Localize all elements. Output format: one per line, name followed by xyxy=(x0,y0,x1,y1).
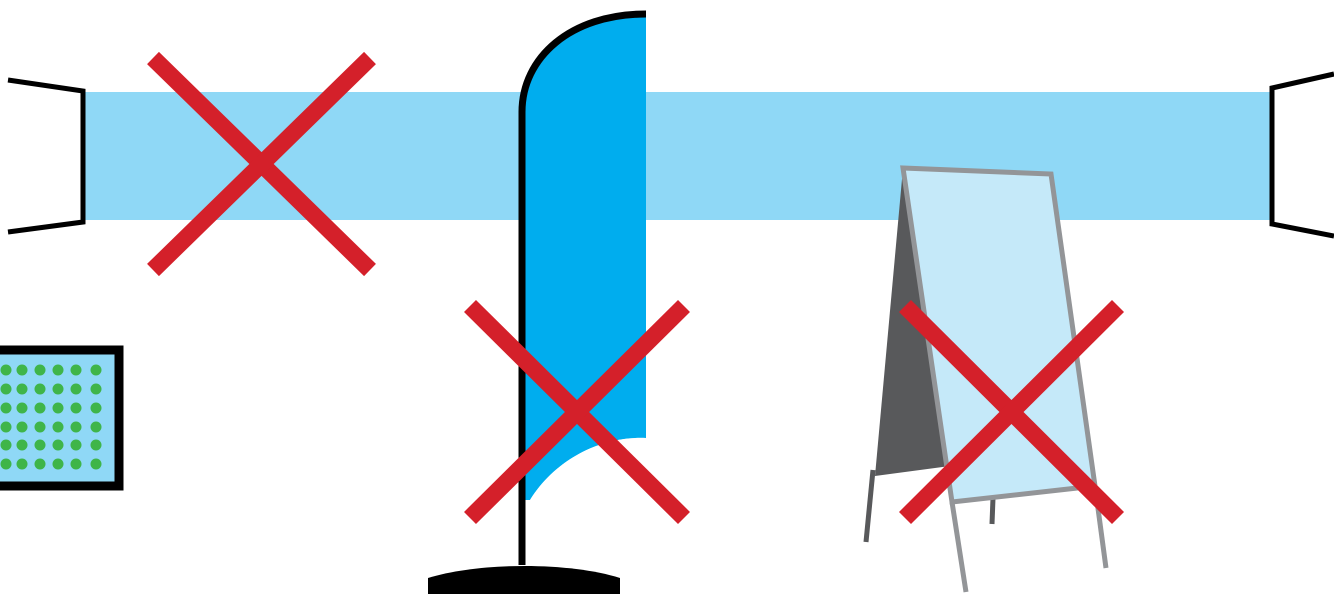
led-dot xyxy=(71,440,82,451)
led-dot xyxy=(1,440,12,451)
led-dot xyxy=(1,403,12,414)
led-dot xyxy=(91,365,102,376)
led-dot xyxy=(71,403,82,414)
led-dot xyxy=(35,365,46,376)
led-dot xyxy=(1,365,12,376)
led-dot xyxy=(35,403,46,414)
right-sensor-icon xyxy=(1272,74,1334,236)
led-dot xyxy=(71,459,82,470)
led-dot xyxy=(91,403,102,414)
sign-front-leg-left xyxy=(952,502,966,592)
led-dot xyxy=(17,459,28,470)
led-dot xyxy=(53,440,64,451)
led-dot xyxy=(53,422,64,433)
led-dot xyxy=(53,384,64,395)
sign-back-leg-right xyxy=(992,498,993,524)
led-dot xyxy=(1,422,12,433)
led-dot xyxy=(91,459,102,470)
led-dot xyxy=(17,384,28,395)
led-dot xyxy=(1,459,12,470)
led-dot xyxy=(53,459,64,470)
led-dot xyxy=(91,440,102,451)
led-dot xyxy=(17,422,28,433)
led-dot xyxy=(35,422,46,433)
flag-base xyxy=(428,566,620,594)
led-dot xyxy=(71,422,82,433)
led-dot xyxy=(91,422,102,433)
sign-back-leg-left xyxy=(866,470,873,542)
led-dot xyxy=(53,403,64,414)
led-dot xyxy=(17,365,28,376)
led-dot xyxy=(71,365,82,376)
left-sensor-icon xyxy=(8,80,83,232)
led-dot xyxy=(35,459,46,470)
led-dot xyxy=(53,365,64,376)
led-dot xyxy=(71,384,82,395)
led-dot xyxy=(17,440,28,451)
led-dot xyxy=(35,384,46,395)
led-dot xyxy=(91,384,102,395)
led-panel xyxy=(0,350,119,486)
led-dot xyxy=(17,403,28,414)
led-dot xyxy=(35,440,46,451)
led-dot xyxy=(1,384,12,395)
